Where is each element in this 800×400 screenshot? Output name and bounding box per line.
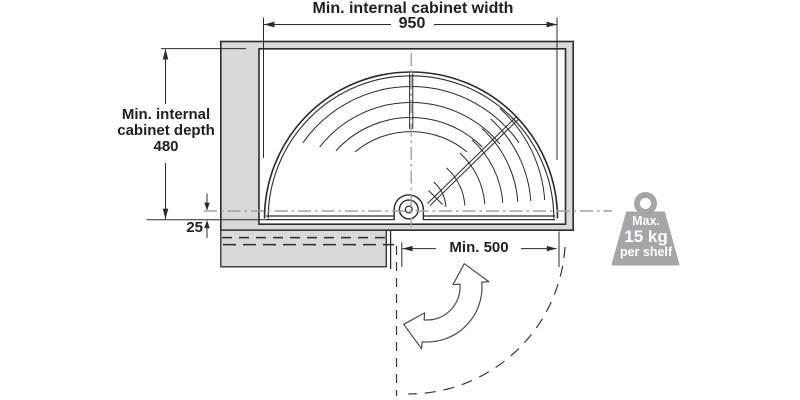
arrowhead-up <box>204 220 210 229</box>
cabinet-base-strip <box>220 229 394 269</box>
depth-label-line2: cabinet depth <box>117 122 215 139</box>
shelf-divider-rod-diagonal <box>429 118 520 207</box>
swing-path-arc <box>408 246 566 395</box>
arrowhead-up <box>162 48 169 60</box>
swing-path <box>395 246 566 396</box>
shelf-wire-rings-lower <box>433 108 546 207</box>
arrowhead-down <box>162 208 169 220</box>
arrowhead-right <box>546 245 557 252</box>
depth-dimension <box>146 48 266 221</box>
arrowhead-right <box>546 21 557 28</box>
front-offset-value: 25 <box>186 219 203 236</box>
centerlines <box>204 53 612 227</box>
front-offset-dimension <box>204 193 210 238</box>
arrowhead-left <box>402 245 413 252</box>
shelf-rim-inner <box>267 75 555 219</box>
shelf-divider-rod-diagonal <box>427 116 517 204</box>
rod-cross-tick <box>428 190 443 205</box>
weight-icon <box>611 192 680 266</box>
width-dimension <box>263 17 558 160</box>
shelf-wire-rings-upper <box>302 86 520 153</box>
door-clearance-dimension <box>401 231 560 267</box>
depth-dimension-value: 480 <box>153 138 179 155</box>
weight-max-label: Max. <box>632 214 660 228</box>
width-dimension-label: Min. internal cabinet width <box>312 0 514 17</box>
weight-body <box>611 211 680 266</box>
weight-value: 15 kg <box>624 227 668 246</box>
weight-ring <box>634 192 657 215</box>
depth-label-line1: Min. internal <box>121 106 211 123</box>
weight-badge-text: Max. 15 kg per shelf <box>596 215 696 259</box>
depth-dimension-label: Min. internal cabinet depth 480 <box>86 107 246 155</box>
rotation-arrow-icon <box>403 263 490 350</box>
arrowhead-left <box>264 21 275 28</box>
weight-per-shelf-label: per shelf <box>619 245 673 259</box>
width-dimension-value: 950 <box>398 15 426 32</box>
door-clearance-value: Min. 500 <box>449 239 509 256</box>
arrowhead-down <box>204 202 210 211</box>
